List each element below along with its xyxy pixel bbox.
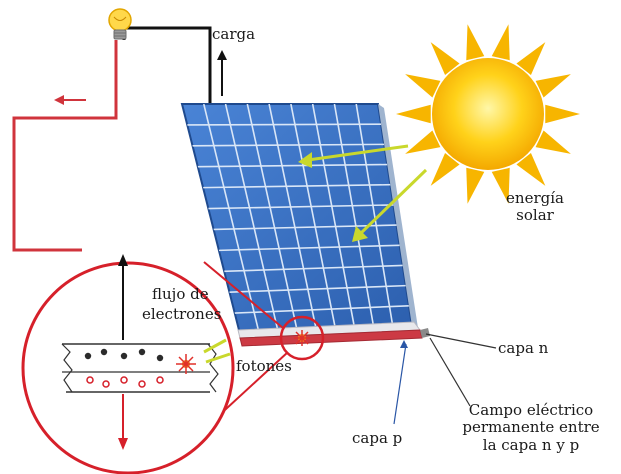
panel-grid-column-line (203, 104, 260, 334)
sun-ray (430, 153, 460, 186)
panel-grid-row-line (197, 163, 388, 168)
red-wire (12, 40, 118, 252)
n-layer-label: capa n (498, 339, 549, 357)
electric-field-label: Campo eléctrico permanente entre la capa… (446, 401, 616, 454)
sunlight-rays (298, 144, 428, 242)
sun-ray (516, 42, 546, 75)
electron-flow-line-1: flujo de (152, 285, 209, 303)
panel-grid-row-line (213, 224, 397, 231)
panel-grid-column-line (246, 104, 299, 332)
electric-field-line-2: permanente entre (462, 418, 600, 437)
panel-grid-row-line (229, 284, 406, 293)
electric-field-line-1: Campo eléctrico (468, 401, 594, 419)
panel-cell-grid (187, 104, 409, 334)
panel-grid-row-line (192, 143, 385, 147)
sun-icon (396, 24, 580, 204)
label-pointers (393, 333, 497, 425)
panel-grid-row-line (208, 204, 394, 210)
sunlight-ray-2 (352, 168, 428, 242)
sun-ray (516, 153, 546, 186)
panel-grid-column-line (311, 104, 356, 329)
light-bulb-icon (108, 8, 132, 40)
solar-energy-label: energía solar (500, 189, 570, 225)
sun-ray (466, 24, 485, 61)
sun-ray (545, 104, 580, 124)
electric-field-line-3: la capa n y p (482, 435, 580, 454)
sun-ray (466, 167, 485, 204)
current-arrow (54, 95, 86, 105)
electron-flow-line-2: electrones (142, 305, 222, 324)
solar-energy-line-1: energía (506, 189, 564, 207)
panel-grid-row-line (224, 264, 403, 273)
panel-grid-column-line (268, 104, 318, 331)
sunlight-ray-1 (298, 144, 409, 168)
sun-ray (491, 167, 510, 204)
sun-ray (405, 74, 441, 98)
p-layer-label: capa p (352, 429, 403, 447)
zoom-source-circle (279, 315, 325, 361)
panel-grid-column-line (224, 104, 280, 333)
black-wire (122, 26, 212, 108)
panel-grid-row-line (203, 183, 391, 189)
layer-strips (237, 321, 430, 347)
panel-grid-column-line (355, 104, 394, 328)
holes (86, 376, 164, 388)
photon-arrows (203, 338, 231, 364)
panel-grid-row-line (218, 244, 400, 252)
sun-ray (430, 42, 460, 75)
sun-ray (405, 130, 441, 154)
electrons (84, 348, 164, 362)
sun-ray (491, 24, 510, 61)
solar-energy-line-2: solar (516, 206, 554, 225)
panel-grid-column-line (333, 104, 375, 328)
photons-label: fotones (236, 357, 292, 375)
panel-grid-column-line (290, 104, 337, 330)
load-arrow (217, 50, 227, 96)
solar-panel (180, 103, 418, 336)
sun-ray (535, 74, 571, 98)
panel-grid-row-line (187, 123, 382, 126)
sun-ray (396, 104, 431, 124)
photon-burst-icon (176, 354, 196, 374)
zoom-circle (21, 254, 235, 474)
photon-burst-icon (294, 330, 310, 346)
electron-flow-label: flujo de electrones (142, 285, 222, 324)
sun-ray (535, 130, 571, 154)
load-label: carga (212, 25, 256, 43)
